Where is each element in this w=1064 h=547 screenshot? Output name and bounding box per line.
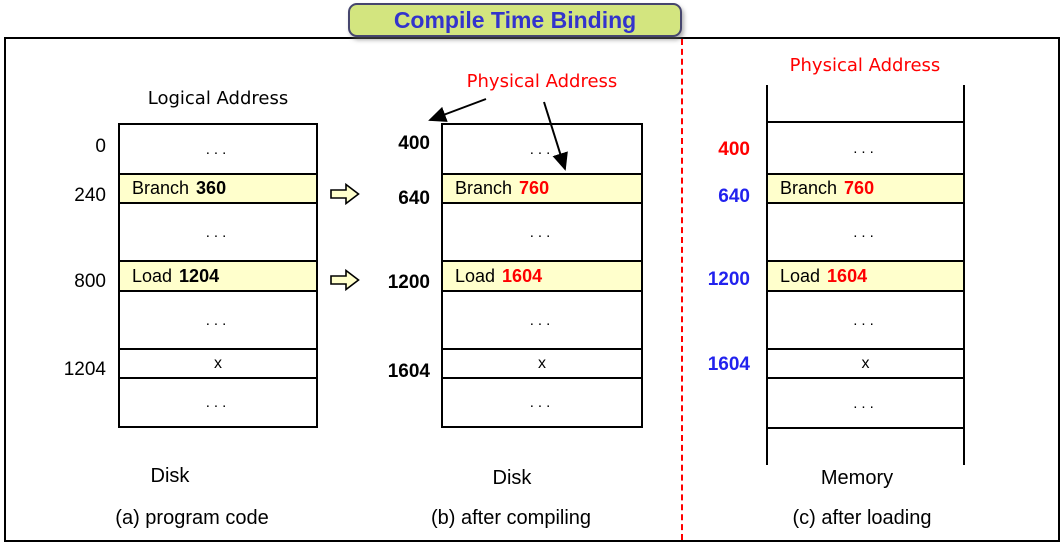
row-x: x bbox=[768, 348, 963, 377]
address-label: 640 bbox=[398, 188, 430, 209]
address-label: 0 bbox=[95, 136, 106, 157]
address-label: 1604 bbox=[387, 361, 430, 382]
address-label: 1604 bbox=[707, 354, 750, 375]
row-x: x bbox=[443, 348, 641, 377]
row-dots: ... bbox=[529, 140, 555, 158]
title-banner: Compile Time Binding bbox=[348, 3, 682, 37]
memory-separator-dashed-line bbox=[681, 39, 683, 540]
device-label-disk-b: Disk bbox=[492, 467, 532, 489]
address-label: 1200 bbox=[707, 269, 750, 290]
row-dots: ... bbox=[120, 202, 316, 260]
transform-arrow-load-icon bbox=[330, 269, 360, 291]
address-label: 240 bbox=[74, 185, 106, 206]
row-dots: ... bbox=[768, 121, 963, 173]
row-dots: ... bbox=[443, 202, 641, 260]
caption-a: (a) program code bbox=[115, 507, 269, 529]
row-dots: ... bbox=[443, 377, 641, 426]
row-dots: ... bbox=[768, 290, 963, 348]
physical-address-label-b: Physical Address bbox=[466, 71, 618, 92]
row-dots: ... bbox=[768, 202, 963, 260]
caption-b: (b) after compiling bbox=[430, 507, 592, 529]
row-dots: ... bbox=[120, 290, 316, 348]
device-label-disk-a: Disk bbox=[150, 465, 190, 487]
row-dots: ... bbox=[768, 377, 963, 429]
row-dots: ... bbox=[205, 140, 231, 158]
caption-c: (c) after loading bbox=[792, 507, 932, 529]
address-label: 1200 bbox=[387, 272, 430, 293]
address-label: 800 bbox=[74, 271, 106, 292]
address-label: 400 bbox=[718, 139, 750, 160]
transform-arrow-branch-icon bbox=[330, 183, 360, 205]
row-x: x bbox=[120, 348, 316, 377]
address-label: 640 bbox=[718, 186, 750, 207]
address-label: 400 bbox=[398, 133, 430, 154]
page-title: Compile Time Binding bbox=[393, 6, 637, 33]
memory-open-top bbox=[768, 85, 963, 121]
physical-address-label-c: Physical Address bbox=[789, 55, 941, 76]
device-label-memory: Memory bbox=[820, 467, 894, 489]
logical-address-label: Logical Address bbox=[147, 88, 289, 109]
row-dots: ... bbox=[443, 290, 641, 348]
row-dots: ... bbox=[120, 377, 316, 426]
address-label: 1204 bbox=[63, 359, 106, 380]
